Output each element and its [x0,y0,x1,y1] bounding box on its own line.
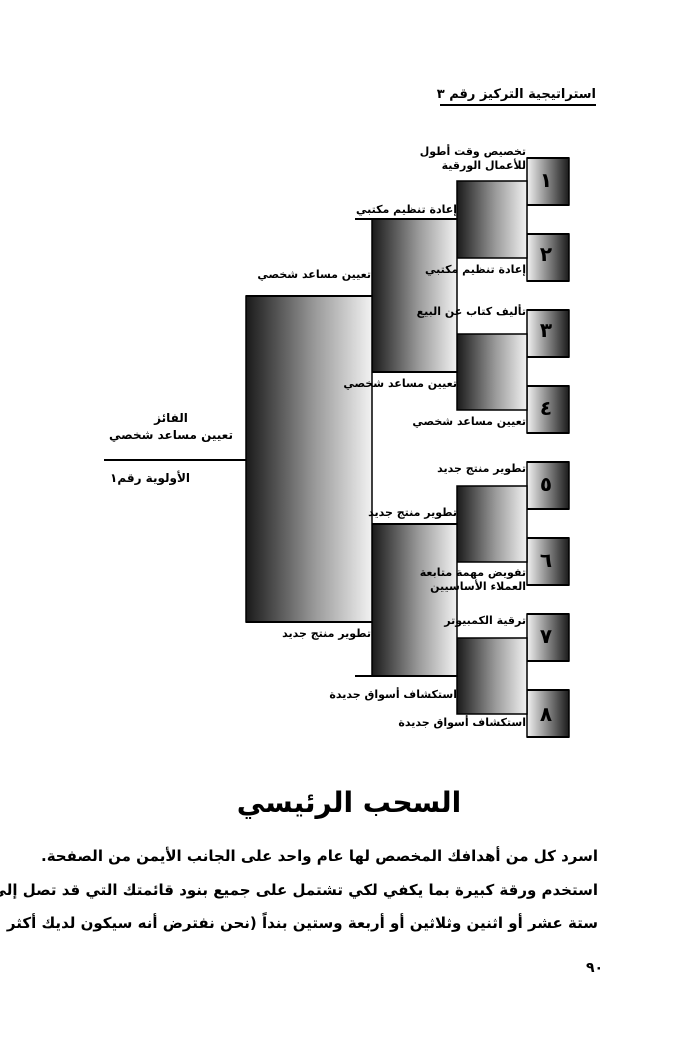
entry-label-2: إعادة تنظيم مكتبي [425,263,526,276]
quarter-label-3: تطوير منتج جديد [368,506,457,519]
entry-number-3: ٣ [539,318,553,342]
round1-bracket-3 [456,485,528,563]
priority-label: الأولوية رقم١ [109,471,190,485]
entry-number-5: ٥ [539,472,553,496]
page-number: ٩٠ [586,960,604,976]
entry-box-5 [526,461,570,510]
entry-label-4: تعيين مساعد شخصي [412,415,526,428]
body-line-3: ستة عشر أو اثنين وثلاثين أو أربعة وستين … [6,914,598,932]
entry-number-6: ٦ [539,548,553,572]
entry-label-6: تفويض مهمة متابعة العملاء الأساسيين [420,566,526,594]
round1-bracket-4 [456,637,528,715]
winner-title: الفائز [154,411,188,425]
round2-bracket-1 [371,218,458,373]
final-bracket [245,295,373,623]
entry-number-7: ٧ [539,624,553,648]
bracket-diagram [104,157,570,738]
entry-number-8: ٨ [539,702,553,726]
entry-number-4: ٤ [539,396,553,420]
quarter-label-2: تعيين مساعد شخصي [343,377,457,390]
winner-goal: تعيين مساعد شخصي [109,428,233,442]
entry-label-6-line2: العملاء الأساسيين [430,580,526,593]
entry-label-1-line2: للأعمال الورقية [441,159,526,172]
round1-bracket-1 [456,180,528,259]
entry-label-6-line1: تفويض مهمة متابعة [419,566,526,579]
entry-label-1: تخصيص وقت أطول للأعمال الورقية [420,145,526,173]
semi-top-label: تعيين مساعد شخصي [257,268,371,281]
winner-block: الفائز تعيين مساعد شخصي [100,410,242,444]
round1-bracket-2 [456,333,528,411]
entry-label-7: ترقية الكمبيوتر [444,614,526,627]
body-line-1: اسرد كل من أهدافك المخصص لها عام واحد عل… [41,847,598,865]
entry-label-1-line1: تخصيص وقت أطول [419,145,526,158]
entry-number-1: ١ [539,168,553,192]
quarter-label-1: إعادة تنظيم مكتبي [356,203,457,216]
quarter-label-4: استكشاف أسواق جديدة [329,688,457,701]
running-title: استراتيجية التركيز رقم ٣ [436,87,596,102]
entry-label-3: تأليف كتاب عن البيع [416,305,526,318]
running-header: استراتيجية التركيز رقم ٣ [436,84,596,106]
body-line-2: استخدم ورقة كبيرة بما يكفي لكي تشتمل على… [0,881,598,899]
section-title: السحب الرئيسي [236,786,462,819]
entry-number-2: ٢ [539,242,553,266]
entry-label-8: استكشاف أسواق جديدة [398,716,526,729]
entry-label-5: تطوير منتج جديد [437,462,526,475]
round2-bracket-2 [371,523,458,677]
semi-bottom-label: تطوير منتج جديد [282,627,371,640]
